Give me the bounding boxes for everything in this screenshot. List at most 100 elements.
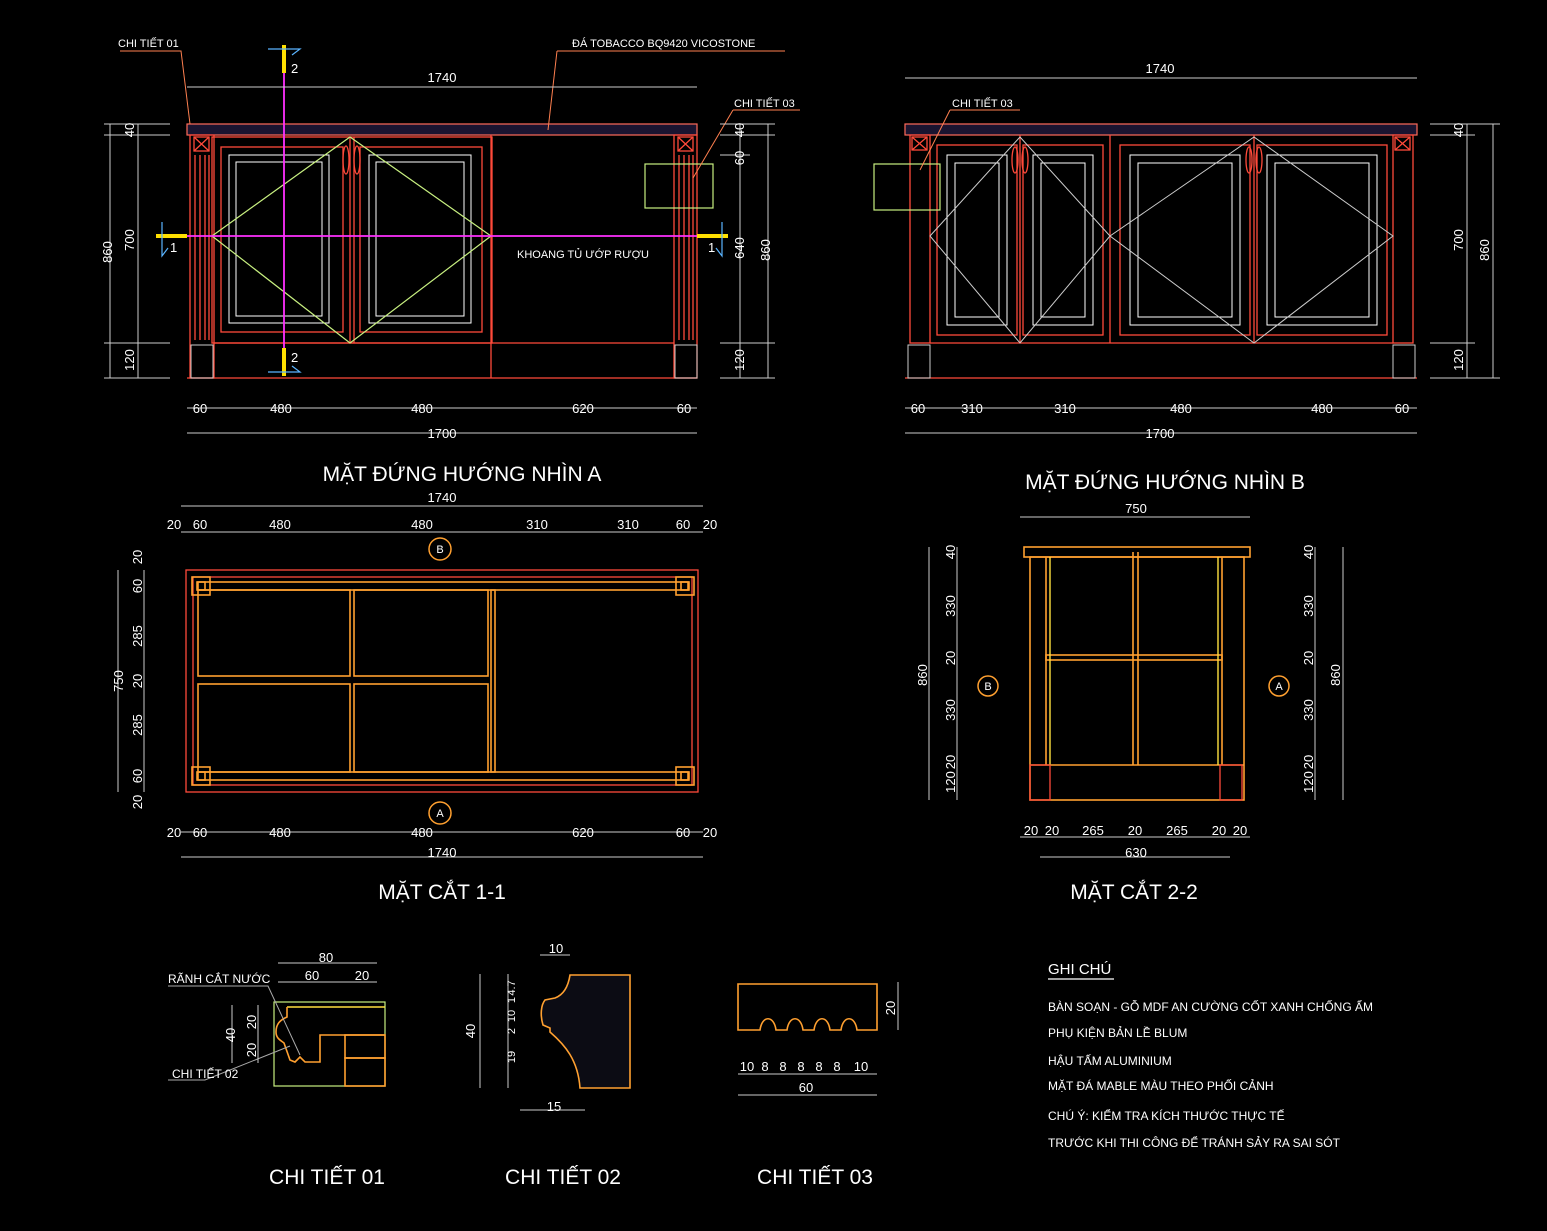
dim-value: 10 <box>740 1059 754 1074</box>
dim-value: 1 <box>506 997 518 1003</box>
dim-value: 20 <box>1024 823 1038 838</box>
dim-right-total: 860 <box>1328 664 1343 686</box>
notes-heading: GHI CHÚ <box>1048 961 1111 978</box>
countertop-stone <box>186 123 698 136</box>
dim-value: 20 <box>1301 651 1316 665</box>
dim-bottom: 15 <box>547 1099 561 1114</box>
section-1-1: B A 1740 20 60 480 480 310 310 60 20 20 … <box>111 490 717 904</box>
dim-value: 60 <box>676 825 690 840</box>
dim-chain-top: 20 60 480 480 310 310 60 20 <box>167 517 717 532</box>
dim-right-base: 120 <box>1451 349 1466 371</box>
dim-chain: 10 8 8 8 8 8 10 <box>740 1059 868 1074</box>
dim-value: 2 <box>506 1028 518 1034</box>
view-marker-a: A <box>1268 675 1290 697</box>
dim-value: 60 <box>911 401 925 416</box>
notes-block: GHI CHÚ BÀN SOẠN - GỖ MDF AN CƯỜNG CỐT X… <box>1048 961 1373 1150</box>
dim-value: 330 <box>1301 699 1316 721</box>
dim-left-mid: 700 <box>122 229 137 251</box>
section-2-2: B A 750 20 20 265 20 265 20 20 630 860 8… <box>915 501 1344 904</box>
dim-value: 20 <box>167 517 181 532</box>
label-detail-02: CHI TIẾT 02 <box>172 1066 239 1081</box>
dim-right-total: 860 <box>758 239 773 261</box>
note-line: CHÚ Ý: KIỂM TRA KÍCH THƯỚC THỰC TẾ <box>1048 1108 1285 1123</box>
dim-value: 20 <box>130 550 145 564</box>
dim-bottom-total: 630 <box>1125 845 1147 860</box>
view-a-title: MẶT ĐỨNG HƯỚNG NHÌN A <box>323 463 602 486</box>
detail-02-title: CHI TIẾT 02 <box>505 1166 621 1189</box>
dim-left-total: 750 <box>111 670 126 692</box>
dim-value: 285 <box>130 625 145 647</box>
dim-total-width: 1700 <box>1146 426 1175 441</box>
marker-label: B <box>436 544 443 556</box>
dim-value: 310 <box>526 517 548 532</box>
dim-value: 285 <box>130 714 145 736</box>
dim-chain-bottom: 20 20 265 20 265 20 20 <box>1024 823 1247 838</box>
dim-value: 8 <box>797 1059 804 1074</box>
dim-width: 80 <box>319 950 333 965</box>
dim-value: 8 <box>815 1059 822 1074</box>
view-b-title: MẶT ĐỨNG HƯỚNG NHÌN B <box>1025 471 1305 494</box>
detail-03: 20 10 8 8 8 8 8 10 60 CHI TIẾT 03 <box>737 982 899 1189</box>
section-marker-1-right: 1 <box>708 240 715 255</box>
dim-value: 20 <box>1212 823 1226 838</box>
dim-b: 20 <box>355 968 369 983</box>
dim-right-mid: 700 <box>1451 229 1466 251</box>
section-marker-2-bottom: 2 <box>291 350 298 365</box>
dim-value: 20 <box>943 755 958 769</box>
countertop-stone <box>904 123 1418 136</box>
dim-top-total: 1740 <box>428 490 457 505</box>
dim-height: 40 <box>223 1028 238 1042</box>
dim-top-width: 750 <box>1125 501 1147 516</box>
dim-right-b: 60 <box>732 151 747 165</box>
dim-total-width: 1700 <box>428 426 457 441</box>
dim-top-width: 1740 <box>428 70 457 85</box>
door-handle-icon <box>342 145 361 175</box>
dim-chain-left: 20 60 285 20 285 60 20 <box>130 550 145 809</box>
dim-value: 480 <box>411 401 433 416</box>
dim-right-top: 40 <box>1451 123 1466 137</box>
dim-value: 620 <box>572 401 594 416</box>
dim-value: 10 <box>506 1010 518 1022</box>
dim-value: 60 <box>1395 401 1409 416</box>
dim-left-total: 860 <box>915 664 930 686</box>
dim-height: 20 <box>883 1001 898 1015</box>
dim-value: 330 <box>1301 595 1316 617</box>
dim-value: 480 <box>1170 401 1192 416</box>
callout-detail-03: CHI TIẾT 03 <box>734 97 795 110</box>
dim-value: 20 <box>167 825 181 840</box>
dim-value: 480 <box>411 825 433 840</box>
dim-chain-left: 40 330 20 330 20 120 <box>943 545 958 793</box>
dim-value: 120 <box>1301 771 1316 793</box>
dim-value: 40 <box>943 545 958 559</box>
dim-value: 620 <box>572 825 594 840</box>
dim-top-width: 1740 <box>1146 61 1175 76</box>
dim-chain-right: 40 330 20 330 20 120 <box>1301 545 1316 793</box>
dim-right-top: 40 <box>732 123 747 137</box>
dim-value: 60 <box>130 579 145 593</box>
view-marker-b: B <box>428 537 452 561</box>
dim-value: 20 <box>130 674 145 688</box>
dim-h2: 20 <box>244 1043 259 1057</box>
note-line: HẬU TẤM ALUMINIUM <box>1048 1053 1172 1068</box>
dim-value: 19 <box>506 1051 518 1063</box>
section-2-2-title: MẶT CẮT 2-2 <box>1070 880 1198 904</box>
dim-value: 20 <box>1301 755 1316 769</box>
dim-right-total: 860 <box>1477 239 1492 261</box>
dim-value: 20 <box>703 825 717 840</box>
dim-top: 10 <box>549 941 563 956</box>
dim-value: 40 <box>1301 545 1316 559</box>
dim-value: 20 <box>703 517 717 532</box>
dim-value: 480 <box>411 517 433 532</box>
section-1-1-title: MẶT CẮT 1-1 <box>378 880 506 904</box>
dim-value: 480 <box>1311 401 1333 416</box>
section-marker-2-top: 2 <box>291 61 298 76</box>
dim-right-base: 120 <box>732 349 747 371</box>
detail-01: 80 60 20 40 20 20 RÃNH CẮT NƯỚC CHI TIẾT… <box>168 950 386 1189</box>
marker-label: A <box>1275 681 1283 693</box>
dim-value: 8 <box>833 1059 840 1074</box>
dim-chain-bottom: 60 480 480 620 60 <box>193 401 691 416</box>
dim-value: 60 <box>130 769 145 783</box>
dim-value: 20 <box>943 651 958 665</box>
detail-02: 10 15 40 4.7 1 10 2 19 CHI TIẾT 02 <box>463 941 631 1189</box>
